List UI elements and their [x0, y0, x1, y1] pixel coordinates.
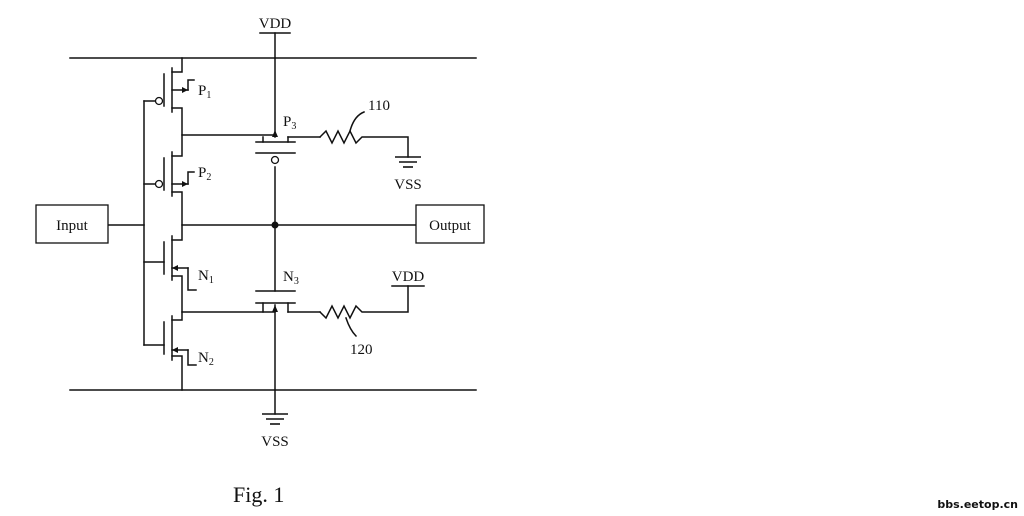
vss-right-label: VSS	[394, 177, 422, 193]
res-110-label: 110	[368, 98, 390, 114]
output-block: Output	[415, 204, 485, 244]
p2-label: P2	[198, 165, 211, 183]
p1-label: P1	[198, 83, 211, 101]
output-node-dot	[271, 221, 279, 229]
vss-ground-right: VSS	[394, 156, 422, 193]
stack-wiring	[171, 57, 276, 391]
transistor-n1: N1	[163, 235, 214, 291]
transistor-n2: N2	[163, 315, 214, 368]
center-wiring	[271, 57, 417, 391]
p3-label: P3	[283, 114, 296, 132]
n3-label: N3	[283, 269, 299, 287]
n2-label: N2	[198, 350, 214, 368]
resistor-120: 120	[318, 285, 409, 358]
input-block: Input	[35, 204, 109, 244]
n1-label: N1	[198, 268, 214, 286]
vdd-terminal-right: VDD	[391, 269, 425, 287]
transistor-n3: N3	[255, 269, 321, 313]
watermark-text: bbs.eetop.cn	[937, 498, 1018, 511]
vdd-top-label: VDD	[259, 16, 292, 32]
figure-caption: Fig. 1	[233, 482, 284, 507]
transistor-p2: P2	[154, 151, 211, 197]
transistor-p1: P1	[154, 67, 211, 113]
resistor-110: 110	[318, 98, 409, 158]
vdd-right-label: VDD	[392, 269, 425, 285]
res-120-label: 120	[350, 342, 373, 358]
output-label: Output	[429, 218, 472, 234]
gate-bus	[107, 100, 165, 346]
vss-bottom-label: VSS	[261, 434, 289, 450]
vss-ground-bottom: VSS	[261, 389, 289, 450]
input-label: Input	[56, 218, 88, 234]
vdd-terminal-top: VDD	[259, 16, 292, 59]
transistor-p3: P3	[255, 114, 321, 165]
